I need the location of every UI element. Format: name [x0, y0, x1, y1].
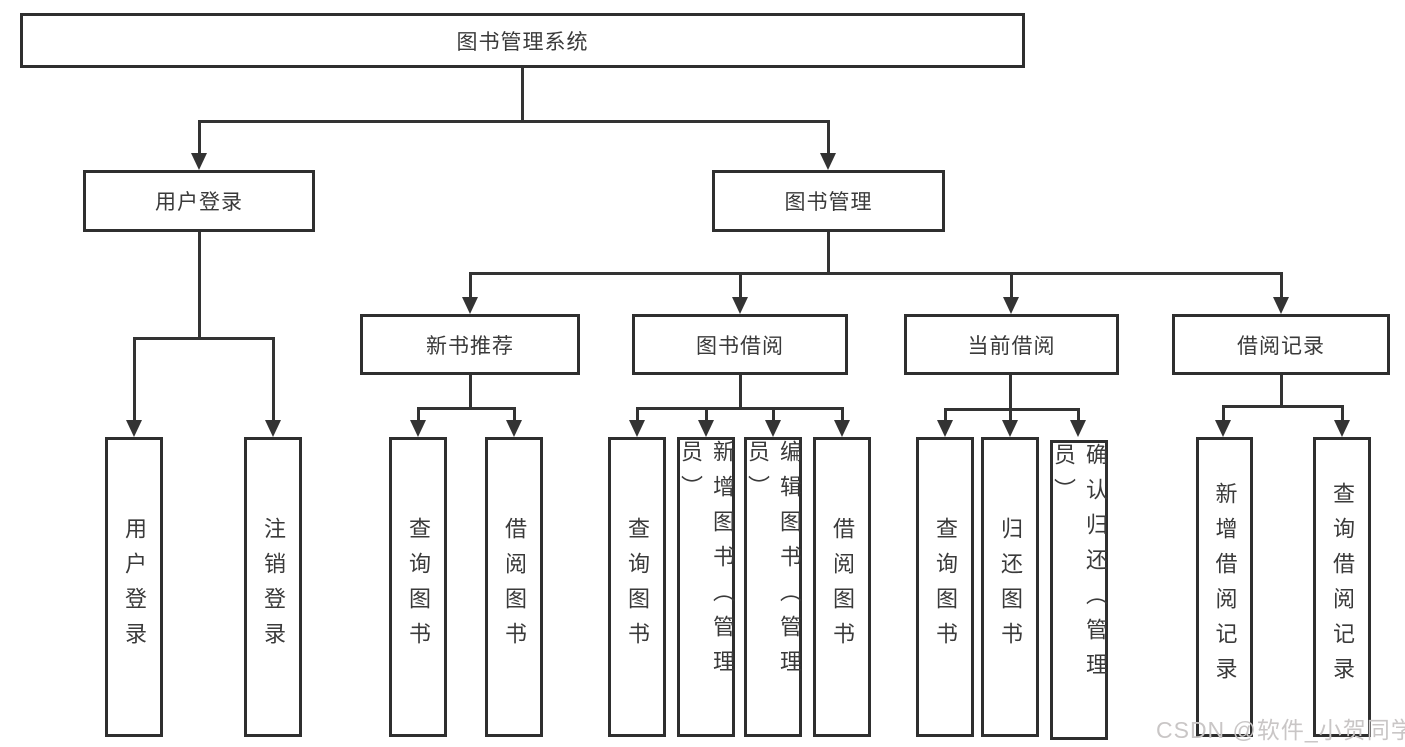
connector-current-borrow-rail [945, 408, 1079, 411]
leaf-br-query-record: 查询借阅记录 [1313, 437, 1371, 737]
node-new-book-recommend: 新书推荐 [360, 314, 580, 375]
leaf-logout: 注销登录 [244, 437, 302, 737]
connector-user-login-stem [198, 232, 201, 337]
connector-borrow-records-rail [1223, 405, 1343, 408]
node-user-login: 用户登录 [83, 170, 315, 232]
arrow-to-book-borrow [732, 272, 748, 314]
leaf-cb-confirm-return-admin: 确认归还（管理员） [1050, 440, 1108, 740]
arrow-to-nb-query [410, 407, 426, 437]
arrow-to-bb-query [629, 407, 645, 437]
connector-level3-rail [470, 272, 1282, 275]
arrow-to-new-book [462, 272, 478, 314]
leaf-nb-borrow-books: 借阅图书 [485, 437, 543, 737]
leaf-br-add-record: 新增借阅记录 [1196, 437, 1253, 737]
arrow-to-br-query [1334, 405, 1350, 437]
connector-new-book-rail [418, 407, 515, 410]
leaf-cb-return-books: 归还图书 [981, 437, 1039, 737]
connector-user-login-rail [134, 337, 274, 340]
arrow-to-leaf-user-login [126, 337, 142, 437]
connector-level2-rail [199, 120, 829, 123]
arrow-to-cb-return [1002, 408, 1018, 437]
leaf-bb-query-books: 查询图书 [608, 437, 666, 737]
arrow-to-borrow-records [1273, 272, 1289, 314]
arrow-to-bb-borrow [834, 407, 850, 437]
arrow-to-br-add [1215, 405, 1231, 437]
arrow-to-bb-edit [765, 407, 781, 437]
node-borrow-records: 借阅记录 [1172, 314, 1390, 375]
node-book-management: 图书管理 [712, 170, 945, 232]
arrow-to-cb-confirm [1070, 408, 1086, 437]
arrow-to-current-borrow [1003, 272, 1019, 314]
arrow-to-leaf-logout [265, 337, 281, 437]
csdn-watermark: CSDN @软件_小贺同学 [1156, 717, 1405, 743]
arrow-to-nb-borrow [506, 407, 522, 437]
connector-book-mgmt-stem [827, 232, 830, 272]
connector-root-stem [521, 68, 524, 120]
leaf-nb-query-books: 查询图书 [389, 437, 447, 737]
arrow-to-bb-add [698, 407, 714, 437]
arrow-to-user-login [191, 120, 207, 170]
connector-book-borrow-stem [739, 375, 742, 407]
node-current-borrow: 当前借阅 [904, 314, 1119, 375]
leaf-bb-add-books-admin: 新增图书（管理员） [677, 437, 735, 737]
arrow-to-cb-query [937, 408, 953, 437]
connector-current-borrow-stem [1009, 375, 1012, 408]
connector-borrow-records-stem [1280, 375, 1283, 405]
node-library-system: 图书管理系统 [20, 13, 1025, 68]
leaf-user-login: 用户登录 [105, 437, 163, 737]
node-book-borrow: 图书借阅 [632, 314, 848, 375]
leaf-bb-edit-books-admin: 编辑图书（管理员） [744, 437, 802, 737]
arrow-to-book-management [820, 120, 836, 170]
connector-new-book-stem [469, 375, 472, 407]
connector-book-borrow-rail [637, 407, 843, 410]
leaf-cb-query-books: 查询图书 [916, 437, 974, 737]
leaf-bb-borrow-books: 借阅图书 [813, 437, 871, 737]
